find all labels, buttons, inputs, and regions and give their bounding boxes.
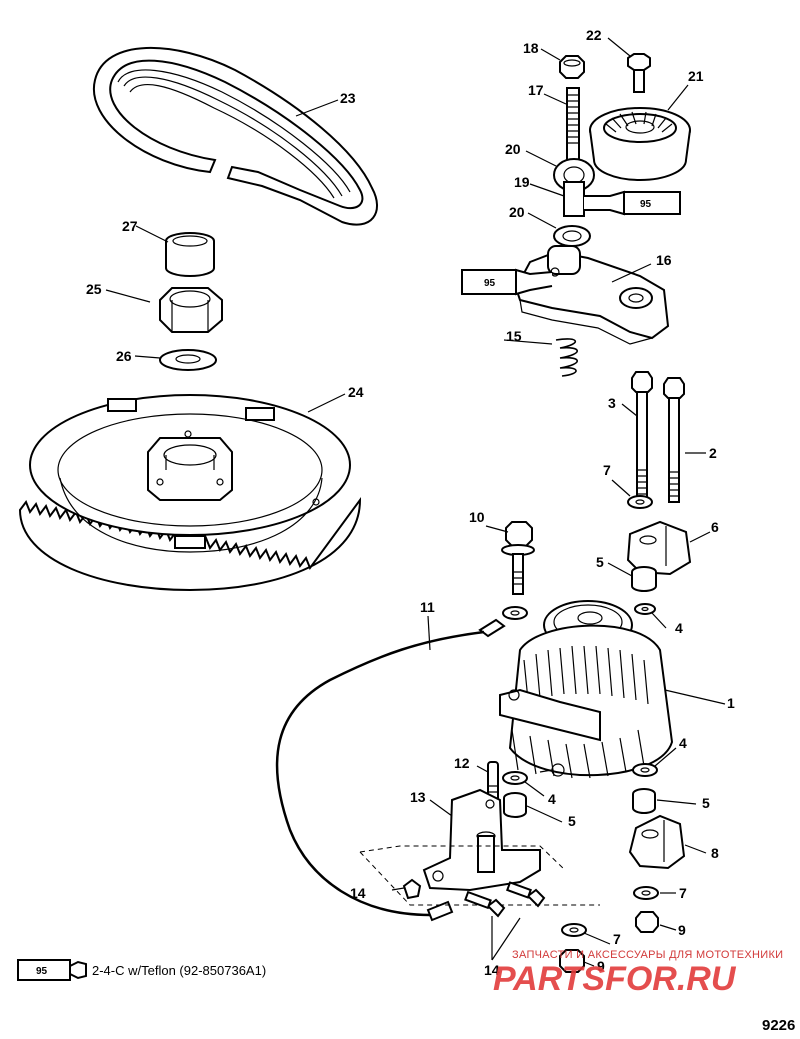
spacer-lower — [553, 225, 591, 247]
bolt-14-right — [506, 881, 546, 908]
callout-5: 5 — [596, 554, 604, 570]
washer-7-lower-right — [633, 886, 659, 900]
nut-small — [559, 55, 585, 79]
bolt-long-2 — [663, 377, 685, 503]
callout-26: 26 — [116, 348, 132, 364]
bushing-5-upper — [631, 566, 657, 592]
drive-belt — [92, 47, 378, 226]
callout-2: 2 — [709, 445, 717, 461]
hex-nut — [159, 287, 223, 333]
alternator — [499, 600, 674, 779]
sleeve — [563, 181, 585, 217]
bolt-14-mid — [464, 890, 506, 918]
callout-12: 12 — [454, 755, 470, 771]
callout-19: 19 — [514, 174, 530, 190]
callout-4: 4 — [548, 791, 556, 807]
callout-6: 6 — [711, 519, 719, 535]
callout-10: 10 — [469, 509, 485, 525]
washer-4-lower-left — [502, 771, 528, 785]
callout-25: 25 — [86, 281, 102, 297]
washer-large — [159, 349, 217, 371]
callout-11: 11 — [420, 599, 435, 615]
grease-tube-icon-upper: 95 — [584, 190, 681, 216]
nut-9-lower-right — [635, 911, 659, 933]
bolt-14-left — [391, 878, 422, 900]
callout-20: 20 — [509, 204, 525, 220]
callout-9: 9 — [678, 922, 686, 938]
callout-7: 7 — [613, 931, 621, 947]
nut-9-lower-left — [559, 949, 585, 973]
callout-9: 9 — [597, 958, 605, 974]
callout-22: 22 — [586, 27, 602, 43]
callout-1: 1 — [727, 695, 735, 711]
callout-24: 24 — [348, 384, 364, 400]
grease-tube-icon-lower: 95 — [461, 268, 553, 296]
watermark-line1: ЗАПЧАСТИ И АКСЕССУАРЫ ДЛЯ МОТОТЕХНИКИ — [512, 949, 783, 961]
callout-17: 17 — [528, 82, 544, 98]
callout-7: 7 — [679, 885, 687, 901]
legend-tube-code: 95 — [36, 966, 48, 977]
watermark-logo: PARTSFOR.RU — [493, 960, 737, 998]
callout-14: 14 — [484, 962, 500, 978]
callout-7: 7 — [603, 462, 611, 478]
bracket-13 — [422, 788, 541, 892]
callout-3: 3 — [608, 395, 616, 411]
bolt-pulley — [627, 53, 651, 93]
bolt-long-3 — [631, 371, 653, 501]
callout-16: 16 — [656, 252, 672, 268]
bushing-5-lower-right — [632, 788, 656, 814]
bushing — [165, 232, 215, 277]
callout-15: 15 — [506, 328, 522, 344]
washer-10 — [502, 606, 528, 620]
tensioner-arm — [514, 245, 670, 345]
callout-5: 5 — [568, 813, 576, 829]
bracket-8 — [628, 814, 686, 870]
spring — [555, 338, 579, 377]
figure-number: 9226 — [762, 1017, 795, 1034]
bushing-5-lower-left — [503, 792, 527, 818]
legend: 95 2-4-C w/Teflon (92-850736A1) — [17, 959, 266, 981]
callout-20: 20 — [505, 141, 521, 157]
callout-13: 13 — [410, 789, 426, 805]
watermark: ЗАПЧАСТИ И АКСЕССУАРЫ ДЛЯ МОТОТЕХНИКИ PA… — [493, 949, 783, 998]
callout-21: 21 — [688, 68, 704, 84]
callout-5: 5 — [702, 795, 710, 811]
ground-cable — [275, 618, 506, 922]
idler-pulley — [589, 107, 691, 181]
callout-numbers: 1 2 3 4 4 4 5 5 5 6 7 7 7 8 9 9 10 11 12… — [86, 27, 735, 978]
callout-4: 4 — [679, 735, 687, 751]
washer-4-lower-right — [632, 763, 658, 777]
tube-code-lower: 95 — [484, 278, 496, 289]
bracket-6 — [626, 520, 692, 576]
callout-27: 27 — [122, 218, 138, 234]
legend-text: 2-4-C w/Teflon (92-850736A1) — [92, 963, 266, 978]
callout-14: 14 — [350, 885, 366, 901]
tube-code-upper: 95 — [640, 199, 652, 210]
callout-4: 4 — [675, 620, 683, 636]
leader-lines — [105, 37, 726, 967]
flywheel — [18, 394, 362, 592]
washer-7-upper — [627, 495, 653, 509]
washer-7-lower-left — [561, 923, 587, 937]
stud — [566, 87, 580, 171]
callout-18: 18 — [523, 40, 539, 56]
callout-8: 8 — [711, 845, 719, 861]
bolt-10 — [501, 521, 535, 595]
washer-4-upper — [634, 603, 656, 615]
callout-23: 23 — [340, 90, 356, 106]
